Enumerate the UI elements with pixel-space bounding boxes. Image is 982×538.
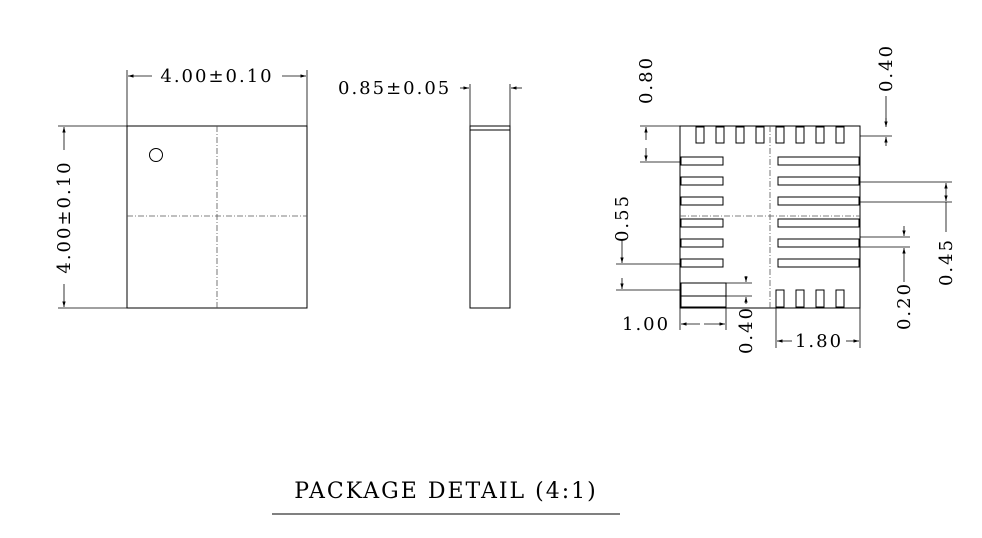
dim-040-top-label: 0.40 (876, 44, 897, 92)
left-pad-column (680, 156, 724, 268)
dim-020-label: 0.20 (894, 282, 915, 330)
dim-080-label: 0.80 (636, 56, 657, 104)
pad (775, 289, 785, 308)
pad (777, 156, 860, 166)
top-view: 4.00±0.10 4.00±0.10 (54, 66, 308, 309)
pad (695, 126, 705, 144)
thickness-dim-label: 0.85±0.05 (338, 78, 451, 99)
pad (777, 258, 860, 268)
dim-055-label: 0.55 (612, 194, 633, 242)
pad (835, 289, 845, 308)
right-pad-column (777, 156, 860, 268)
side-view-outline (469, 125, 511, 309)
dim-040-bottom-label: 0.40 (736, 306, 757, 354)
bottom-view: 0.80 0.40 0.55 0.45 0.20 1.00 (612, 44, 957, 354)
pad (777, 196, 860, 206)
pad (680, 218, 724, 228)
height-dim-label: 4.00±0.10 (54, 160, 75, 273)
pad (815, 289, 825, 308)
pad (735, 126, 745, 144)
pad (680, 238, 724, 248)
pad (755, 126, 765, 144)
pad (777, 218, 860, 228)
pad (680, 196, 724, 206)
pad (795, 289, 805, 308)
pad (680, 156, 724, 166)
pad (715, 126, 725, 144)
side-view: 0.85±0.05 (338, 78, 522, 309)
pad (835, 126, 845, 144)
pad (680, 258, 724, 268)
pad (775, 126, 785, 144)
pad (795, 126, 805, 144)
width-dim-label: 4.00±0.10 (160, 66, 273, 87)
pad (777, 238, 860, 248)
bottom-pad-row (775, 289, 845, 308)
wide-corner-pad (680, 282, 727, 308)
pad (777, 176, 860, 186)
pin1-marker (149, 148, 163, 162)
pad (815, 126, 825, 144)
pad (680, 176, 724, 186)
dim-180-label: 1.80 (795, 331, 843, 352)
drawing-title: PACKAGE DETAIL (4:1) (294, 479, 597, 504)
dim-045-label: 0.45 (936, 238, 957, 286)
top-pad-row (695, 126, 845, 144)
dim-100-label: 1.00 (622, 314, 670, 335)
